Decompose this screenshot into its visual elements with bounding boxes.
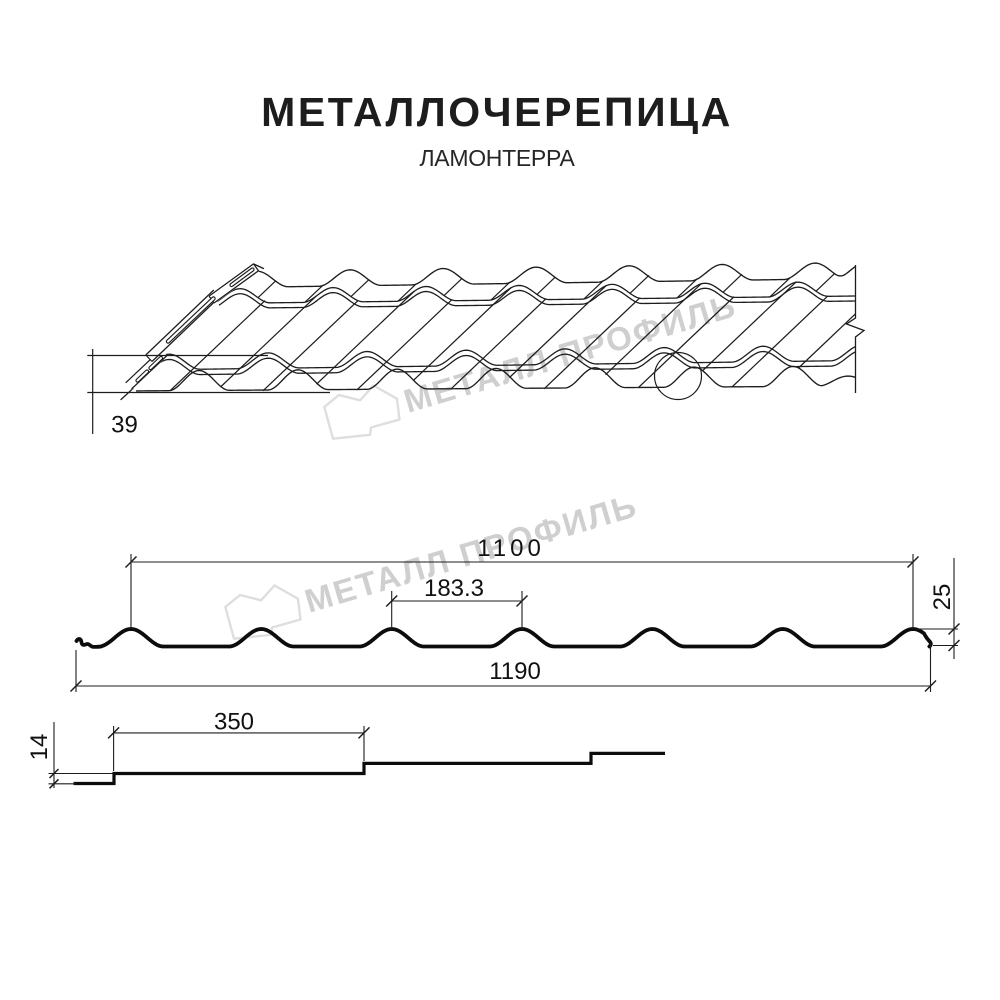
module-step-curve [73, 751, 665, 786]
dim-tick [906, 555, 920, 569]
dim-1190-label: 1190 [489, 658, 541, 685]
ridge-line-short [676, 278, 698, 299]
dim-tick [69, 679, 83, 693]
module-drawing: 350 14 [26, 709, 665, 789]
metallprofil-logo-icon [224, 584, 302, 640]
sheet-left-flange [120, 263, 265, 401]
step-edge-lower-bottom [157, 350, 856, 376]
ridge-line-short [304, 284, 324, 303]
ridge-line-short [490, 281, 511, 301]
ridge-line-short [536, 276, 556, 295]
dim-183 [385, 591, 529, 630]
ridge-line-short [769, 277, 791, 298]
ridge-line [413, 286, 512, 381]
flange-line [131, 355, 168, 390]
page-title: МЕТАЛЛОЧЕРЕПИЦА [261, 89, 733, 135]
flange-line [136, 370, 148, 382]
flange-line [145, 289, 215, 356]
profile-curve [74, 627, 933, 649]
flange-line [120, 387, 134, 401]
step-edge-upper-top [216, 281, 856, 304]
flange-line [166, 297, 215, 343]
flange-line [208, 263, 254, 297]
watermark-text: МЕТАЛЛ ПРОФИЛЬ [399, 286, 740, 419]
perspective-drawing: 39 [87, 262, 866, 439]
dim-350-label: 350 [214, 709, 254, 736]
flange-line [213, 270, 259, 304]
step-edge-lower-top [155, 345, 856, 370]
step-edge-upper-bottom [218, 286, 856, 309]
ridge-line-short [722, 273, 743, 293]
sheet-right-edge [845, 265, 866, 393]
ridge-line [220, 295, 317, 388]
dim-tick [924, 679, 937, 693]
far-edge [249, 262, 856, 288]
flange-line [151, 296, 221, 362]
title-block: МЕТАЛЛОЧЕРЕПИЦА ЛАМОНТЕРРА [261, 89, 733, 171]
ridge-line [450, 298, 547, 390]
ridge-line [798, 313, 856, 369]
ridge-line [543, 297, 641, 390]
dim-tick [357, 726, 371, 739]
ridge-line [637, 296, 735, 389]
metallprofil-logo-icon [323, 384, 401, 440]
detail-callout-circle [653, 351, 703, 401]
tile-sheet [135, 262, 856, 392]
dim-tick [385, 594, 398, 608]
dim-1100-label: 1100 [477, 535, 545, 562]
dim-tick [947, 622, 961, 636]
dim-1190 [69, 643, 937, 693]
page-subtitle: ЛАМОНТЕРРА [420, 145, 576, 171]
flange-line [149, 357, 162, 369]
dim-350 [107, 726, 371, 771]
dim-tick [107, 726, 120, 739]
dim-tick [947, 639, 961, 652]
ridge-line-short [350, 279, 370, 298]
dim-tick [48, 768, 60, 779]
dim-39 [87, 349, 330, 434]
flange-line [253, 263, 260, 272]
flange-line [252, 263, 265, 270]
dim-183-label: 183.3 [424, 575, 484, 602]
dim-25 [916, 558, 961, 659]
dim-25-label: 25 [929, 584, 956, 611]
ridge-line [262, 300, 359, 392]
ridge-line-short [629, 274, 650, 294]
ridge-line [169, 300, 266, 392]
dim-tick [124, 555, 138, 569]
dim-tick [48, 778, 60, 789]
ridge-line-short [815, 272, 836, 292]
flange-line [230, 268, 254, 286]
ridge-line-short [583, 280, 604, 300]
dim-1100 [124, 554, 920, 629]
front-edge [135, 365, 856, 392]
ridge-line-short [397, 283, 417, 302]
ridge-line-short [257, 280, 277, 299]
dim-tick [515, 594, 529, 608]
ridge-line [731, 295, 829, 388]
dim-14-label: 14 [26, 734, 53, 761]
dim-14 [48, 722, 114, 789]
ridge-line [356, 299, 453, 391]
dim-39-label: 39 [111, 412, 138, 439]
ridge-line-short [443, 277, 463, 296]
profile-drawing: 1100 183.3 25 1190 [69, 535, 961, 693]
